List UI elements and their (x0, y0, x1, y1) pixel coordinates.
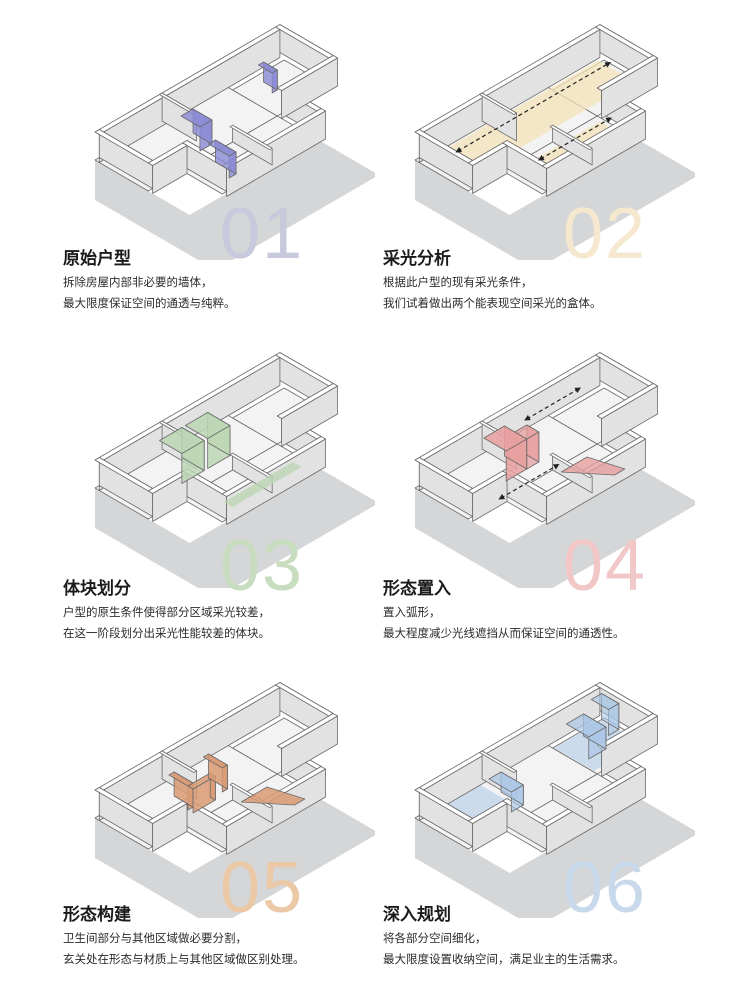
description-line: 最大限度设置收纳空间，满足业主的生活需求。 (383, 952, 625, 966)
volume-top (202, 753, 228, 769)
wall-top (229, 124, 273, 151)
step-number: 05 (220, 848, 305, 928)
wall-top (549, 782, 593, 809)
wall-top (276, 713, 338, 749)
description-line: 在这一阶段划分出采光性能较差的体块。 (63, 626, 270, 640)
wall-top (596, 383, 658, 419)
step-description: 卫生间部分与其他区域做必要分割， 玄关处在形态与材质上与其他区域做区别处理。 (63, 928, 305, 970)
volume-top (565, 713, 607, 738)
step-number: 04 (563, 526, 648, 606)
wall-top (276, 55, 338, 91)
ground-shadow (95, 140, 375, 260)
step-number: 02 (563, 194, 648, 274)
description-line: 最大限度保证空间的通透与纯粹。 (63, 296, 236, 310)
volume-top (208, 139, 237, 157)
volume-top (590, 693, 620, 710)
volume-top (488, 771, 524, 793)
wall-top (467, 800, 508, 824)
wall-top (147, 142, 188, 166)
step-title: 形态置入 (383, 579, 451, 599)
description-line: 根据此户型的现有采光条件， (383, 275, 533, 289)
volume-top (184, 412, 231, 439)
step-panel-6: 06 深入规划 将各部分空间细化， 最大限度设置收纳空间，满足业主的生活需求。 (375, 668, 715, 998)
floor-plan-model (414, 24, 695, 260)
ground-shadow (415, 798, 695, 918)
description-line: 拆除房屋内部非必要的墙体， (63, 275, 213, 289)
curved-zone (240, 786, 306, 806)
step-panel-1: 01 原始户型 拆除房屋内部非必要的墙体， 最大限度保证空间的通透与纯粹。 (55, 10, 395, 340)
step-panel-3: 03 体块划分 户型的原生条件使得部分区域采光较差， 在这一阶段划分出采光性能较… (55, 338, 395, 668)
description-line: 户型的原生条件使得部分区域采光较差， (63, 605, 270, 619)
volume-top (514, 424, 540, 440)
wall-top (541, 766, 646, 827)
floor-plan-model (94, 24, 375, 260)
step-title: 深入规划 (383, 905, 451, 925)
wall-top (479, 750, 517, 773)
volume-strip (224, 462, 302, 507)
wall-top (221, 436, 326, 497)
step-number: 01 (220, 194, 305, 274)
step-title: 体块划分 (63, 579, 131, 599)
floor-plan-model (94, 352, 375, 588)
step-panel-4: 04 形态置入 置入弧形， 最大程度减少光线遮挡从而保证空间的通透性。 (375, 338, 715, 668)
description-line: 卫生间部分与其他区域做必要分割， (63, 931, 247, 945)
volume-top (159, 427, 205, 454)
ground-shadow (415, 140, 695, 260)
flow-arrow (524, 387, 581, 421)
wall-top (276, 383, 338, 419)
floor-plan-model (414, 682, 695, 918)
ground-shadow (415, 468, 695, 588)
wall-top (159, 750, 197, 773)
step-description: 置入弧形， 最大程度减少光线遮挡从而保证空间的通透性。 (383, 602, 625, 644)
step-description: 户型的原生条件使得部分区域采光较差， 在这一阶段划分出采光性能较差的体块。 (63, 602, 270, 644)
step-title: 形态构建 (63, 905, 131, 925)
step-number: 03 (220, 526, 305, 606)
floor-plan-model (94, 682, 375, 918)
ground-shadow (95, 468, 375, 588)
ground-shadow (95, 798, 375, 918)
step-panel-2: 02 采光分析 根据此户型的现有采光条件， 我们试着做出两个能表现空间采光的盒体… (375, 10, 715, 340)
description-line: 置入弧形， (383, 605, 441, 619)
step-panel-5: 05 形态构建 卫生间部分与其他区域做必要分割， 玄关处在形态与材质上与其他区域… (55, 668, 395, 998)
description-line: 我们试着做出两个能表现空间采光的盒体。 (383, 296, 602, 310)
step-number: 06 (563, 848, 648, 928)
step-description: 将各部分空间细化， 最大限度设置收纳空间，满足业主的生活需求。 (383, 928, 625, 970)
volume-top (257, 61, 278, 74)
step-title: 采光分析 (383, 249, 451, 269)
description-line: 玄关处在形态与材质上与其他区域做区别处理。 (63, 952, 305, 966)
floor-plan-model (414, 352, 695, 588)
volume-top (180, 108, 213, 128)
step-title: 原始户型 (63, 249, 131, 269)
step-description: 拆除房屋内部非必要的墙体， 最大限度保证空间的通透与纯粹。 (63, 272, 236, 314)
description-line: 最大程度减少光线遮挡从而保证空间的通透性。 (383, 626, 625, 640)
curved-zone (560, 456, 626, 476)
light-arrow (455, 61, 612, 153)
flow-arrow (498, 463, 560, 500)
step-description: 根据此户型的现有采光条件， 我们试着做出两个能表现空间采光的盒体。 (383, 272, 602, 314)
description-line: 将各部分空间细化， (383, 931, 487, 945)
light-arrow (537, 117, 612, 161)
